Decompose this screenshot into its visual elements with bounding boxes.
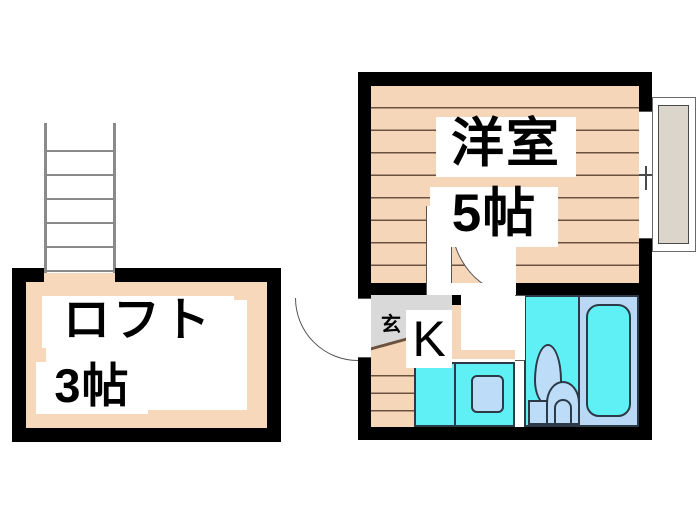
balcony-window-rail	[639, 174, 652, 176]
loft-wall-right	[267, 268, 281, 442]
bathroom-zone-divider	[578, 297, 580, 425]
loft-size-label: 3帖	[36, 362, 148, 414]
balcony-floor	[658, 105, 689, 244]
ladder-rung	[44, 198, 116, 200]
toilet-tank	[554, 399, 572, 425]
kitchen-upper-inner	[461, 295, 515, 350]
wall-entry-kitchen-divider	[452, 295, 461, 305]
entry-door-panel[interactable]	[358, 298, 371, 358]
ladder-rung	[44, 270, 116, 272]
kitchen-sink	[471, 375, 504, 413]
western-room-label: 洋室	[436, 117, 576, 177]
western-room-size-label: 5帖	[430, 187, 558, 247]
ladder-rung	[44, 222, 116, 224]
main-wall-top	[358, 72, 652, 86]
wall-bedroom-bottom-left	[358, 283, 426, 295]
room-door-opening	[450, 283, 516, 295]
kitchen-counter-strip	[452, 350, 515, 359]
ladder-rung	[44, 246, 116, 248]
loft-wall-left	[12, 268, 26, 442]
loft-wall-bottom	[12, 428, 281, 442]
balcony-window-mullion	[645, 166, 647, 190]
loft-wall-top-right	[115, 268, 281, 282]
ladder	[44, 123, 116, 273]
loft-room-label: ロフト	[42, 296, 234, 348]
kitchen-counter-divider	[454, 362, 456, 427]
bathroom-door-panel[interactable]	[515, 295, 525, 361]
main-wall-bottom	[358, 427, 652, 440]
ladder-rung	[44, 150, 116, 152]
main-unit: 洋室 5帖 玄 K	[295, 72, 700, 450]
loft-unit: ロフト 3帖	[0, 110, 300, 450]
bathtub	[586, 304, 631, 417]
kitchen-label: K	[406, 310, 452, 368]
wall-bedroom-bottom-right	[515, 283, 639, 295]
ladder-rung	[44, 174, 116, 176]
main-wall-left	[358, 72, 371, 440]
entry-door-swing-arc	[295, 298, 358, 363]
entrance-label: 玄	[381, 314, 401, 336]
loft-ladder-opening	[44, 273, 115, 283]
